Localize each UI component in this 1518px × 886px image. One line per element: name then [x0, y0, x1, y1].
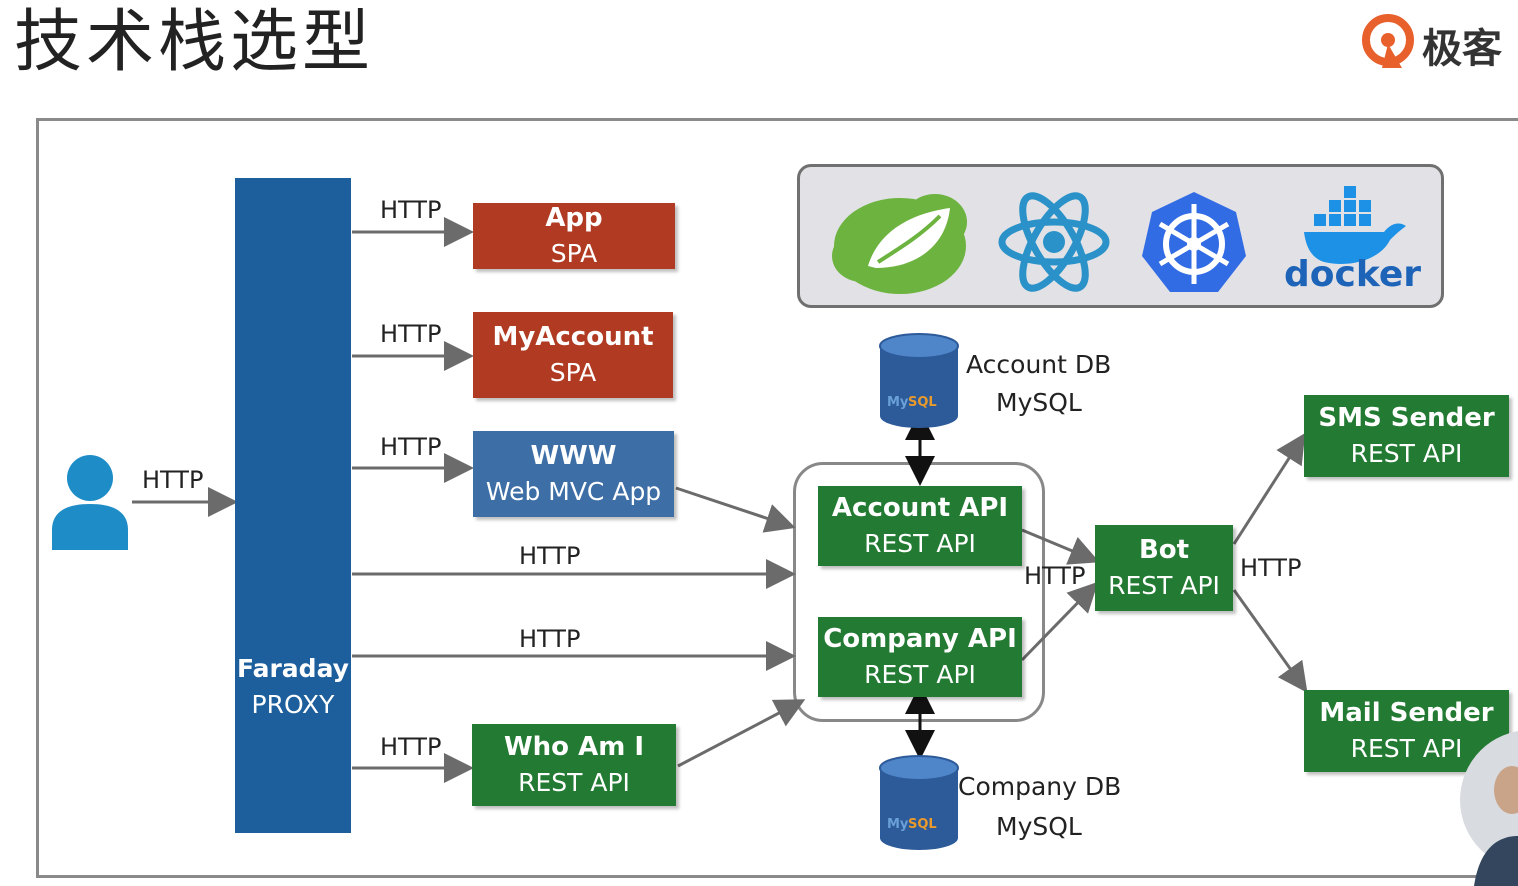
edge-label-app: HTTP — [380, 196, 442, 224]
account-db-name: Account DB — [966, 350, 1112, 379]
edge-label-user-proxy: HTTP — [142, 466, 204, 494]
docker-wordmark: docker — [1284, 254, 1421, 295]
bot-type: REST API — [1108, 571, 1220, 600]
edge-label-whoami: HTTP — [380, 733, 442, 761]
company-api-type: REST API — [864, 660, 976, 689]
account-api-type: REST API — [864, 529, 976, 558]
mail-sender-node: Mail Sender REST API — [1304, 690, 1509, 772]
company-api-node: Company API REST API — [818, 617, 1022, 697]
www-name: WWW — [530, 441, 617, 471]
www-mvc-node: WWW Web MVC App — [473, 431, 674, 517]
account-db-engine: MySQL — [996, 388, 1082, 417]
app-spa-node: App SPA — [473, 203, 675, 269]
proxy-type: PROXY — [251, 690, 335, 719]
edge-bot-sms — [1232, 432, 1306, 545]
brand-text: 极客 — [1422, 26, 1502, 72]
mail-name: Mail Sender — [1319, 698, 1494, 728]
account-api-node: Account API REST API — [818, 486, 1022, 566]
company-db-engine: MySQL — [996, 812, 1082, 841]
sms-type: REST API — [1350, 439, 1463, 468]
myaccount-name: MyAccount — [492, 322, 654, 352]
myaccount-type: SPA — [549, 358, 597, 387]
sms-sender-node: SMS Sender REST API — [1304, 395, 1509, 477]
edge-label-bot-in: HTTP — [1024, 562, 1086, 590]
edge-account-bot — [1021, 528, 1100, 565]
app-type: SPA — [550, 239, 598, 268]
edge-bot-mail — [1232, 589, 1308, 693]
brand-logo: 极客 — [1362, 14, 1502, 76]
whoami-name: Who Am I — [503, 732, 645, 762]
edge-whoami-group — [677, 699, 806, 768]
edge-label-myaccount: HTTP — [380, 320, 442, 348]
page-title: 技术栈选型 — [14, 3, 375, 82]
edge-company-bot — [1020, 581, 1099, 662]
mail-type: REST API — [1350, 734, 1463, 763]
brand-icon — [1362, 14, 1414, 68]
bot-api-node: Bot REST API — [1095, 525, 1233, 611]
sms-name: SMS Sender — [1318, 403, 1495, 433]
diagram-frame — [36, 118, 1518, 878]
edge-label-direct-2: HTTP — [519, 625, 581, 653]
edge-www-group — [675, 486, 796, 533]
whoami-type: REST API — [518, 768, 630, 797]
www-type: Web MVC App — [485, 477, 662, 506]
faraday-proxy: Faraday PROXY — [235, 178, 351, 833]
edge-label-www: HTTP — [380, 433, 442, 461]
myaccount-spa-node: MyAccount SPA — [473, 312, 673, 398]
company-db-name: Company DB — [958, 772, 1122, 801]
app-name: App — [545, 203, 603, 233]
whoami-api-node: Who Am I REST API — [472, 724, 676, 806]
edge-label-direct-1: HTTP — [519, 542, 581, 570]
account-api-name: Account API — [831, 493, 1009, 523]
proxy-name: Faraday — [237, 654, 349, 683]
bot-name: Bot — [1138, 535, 1190, 565]
edge-label-bot-out: HTTP — [1240, 554, 1302, 582]
company-api-name: Company API — [823, 624, 1017, 654]
